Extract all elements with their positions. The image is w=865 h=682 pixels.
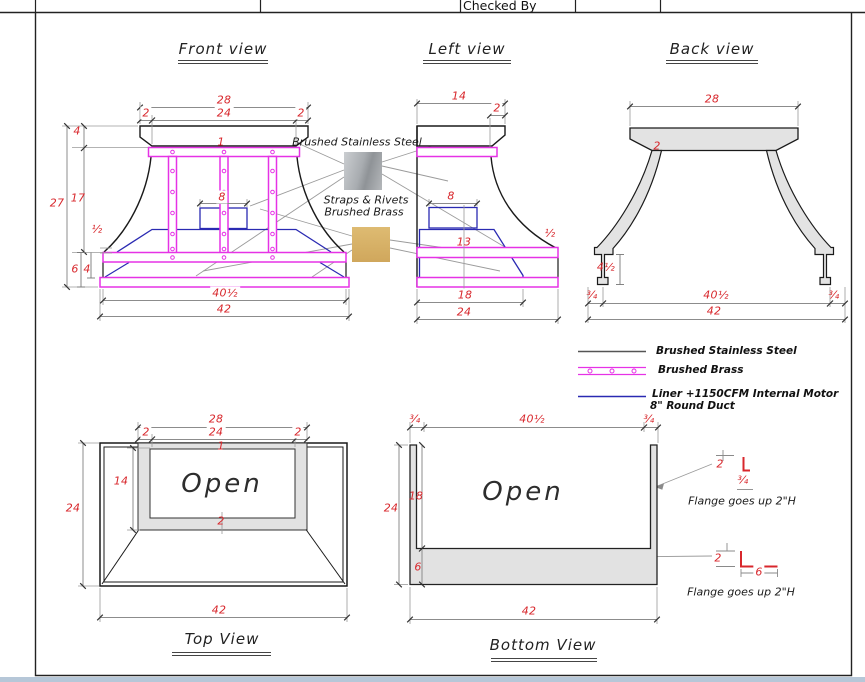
back-view-title: Back view: [669, 40, 755, 58]
back-dim-28: 28: [702, 92, 722, 106]
top-dim-2-bottom: 2: [217, 514, 225, 528]
left-dim-2: 2: [491, 101, 503, 115]
front-dim-6: 6: [71, 262, 79, 276]
front-view-drawing: [99, 125, 350, 288]
bottom-view-dimensions: [394, 422, 662, 624]
front-dim-40half: 40½: [210, 286, 240, 300]
back-dim-4half: 4½: [596, 260, 616, 274]
top-view-drawing: [99, 442, 348, 587]
arrowhead: [655, 483, 664, 490]
top-view-dimensions: [78, 422, 351, 622]
back-dim-34-right: ¾: [828, 288, 840, 302]
bottom-dim-34-right: ¾: [643, 412, 655, 426]
front-dim-1: 1: [217, 135, 225, 149]
top-view-title: Top View: [184, 630, 260, 648]
legend-stainless-label: Brushed Stainless Steel: [656, 345, 797, 357]
front-dim-half: ½: [91, 222, 103, 236]
checked-by-label: Checked By: [463, 0, 537, 13]
top-dim-14: 14: [113, 474, 129, 488]
left-view-dimensions: [413, 99, 562, 324]
front-dim-24: 24: [214, 106, 234, 120]
bottom-view-open-label: Open: [482, 477, 564, 507]
flange-top-dim-34: ¾: [737, 473, 749, 487]
title-underlines: [172, 59, 758, 663]
back-dim-42: 42: [704, 304, 724, 318]
front-dim-42: 42: [214, 302, 234, 316]
top-dim-24: 24: [206, 425, 226, 439]
left-dim-half: ½: [544, 226, 556, 240]
back-dim-40half: 40½: [701, 288, 731, 302]
back-view-dimensions: [584, 101, 849, 323]
top-dim-2-left: 2: [140, 425, 152, 439]
bottom-dim-34-left: ¾: [409, 412, 421, 426]
back-dim-2: 2: [653, 139, 661, 153]
bottom-dim-40half: 40½: [517, 412, 547, 426]
bottom-dim-24: 24: [383, 501, 399, 515]
legend-liner-label-line2: 8" Round Duct: [650, 400, 735, 412]
bottom-view-drawing: [409, 444, 658, 586]
bottom-dim-42: 42: [519, 604, 539, 618]
stainless-callout: Brushed Stainless Steel: [292, 135, 422, 149]
legend-liner-label-line1: Liner +1150CFM Internal Motor: [652, 388, 839, 400]
bottom-view-title: Bottom View: [489, 636, 597, 654]
legend-keys: [578, 350, 646, 398]
front-dim-2-right: 2: [295, 106, 307, 120]
straps-callout-line2: Brushed Brass: [324, 205, 404, 219]
legend-brass-label: Brushed Brass: [658, 364, 744, 376]
front-dim-2-left: 2: [140, 106, 152, 120]
flange-bottom-dim-2: 2: [714, 551, 722, 565]
flange-bottom-note: Flange goes up 2"H: [687, 585, 795, 599]
top-dim-1: 1: [217, 439, 225, 453]
front-dim-8: 8: [216, 190, 228, 204]
flange-top-note: Flange goes up 2"H: [688, 494, 796, 508]
front-view-dimensions: [62, 102, 353, 321]
front-dim-4: 4: [73, 124, 81, 138]
bottom-dim-6: 6: [414, 560, 422, 574]
left-view-drawing: [416, 125, 559, 288]
top-dim-2-right: 2: [292, 425, 304, 439]
flange-bottom-dim-6: 6: [753, 565, 765, 579]
straps-callout-line1: Straps & Rivets: [323, 193, 409, 207]
brushed-brass-swatch: [352, 227, 390, 262]
left-view-title: Left view: [428, 40, 506, 58]
bottom-strip: [0, 677, 865, 682]
back-view-drawing: [593, 127, 835, 286]
back-dim-34-left: ¾: [586, 288, 598, 302]
stainless-steel-swatch: [344, 152, 382, 190]
top-dim-42: 42: [209, 603, 229, 617]
left-dim-24: 24: [454, 305, 474, 319]
front-view-title: Front view: [178, 40, 268, 58]
top-dim-24-side: 24: [65, 501, 81, 515]
front-dim-17: 17: [70, 191, 86, 205]
front-dim-4b: 4: [83, 262, 91, 276]
left-dim-8: 8: [445, 189, 457, 203]
front-dim-27: 27: [49, 196, 65, 210]
top-dim-28: 28: [206, 412, 226, 426]
flange-top-dim-2: 2: [716, 457, 724, 471]
front-dim-28: 28: [214, 93, 234, 107]
flange-detail-top: [716, 450, 753, 490]
left-dim-13: 13: [456, 235, 472, 249]
bottom-dim-18: 18: [408, 489, 424, 503]
left-dim-18: 18: [455, 288, 475, 302]
left-dim-14: 14: [449, 89, 469, 103]
flange-detail-bottom: [716, 543, 778, 577]
top-view-open-label: Open: [181, 469, 263, 499]
